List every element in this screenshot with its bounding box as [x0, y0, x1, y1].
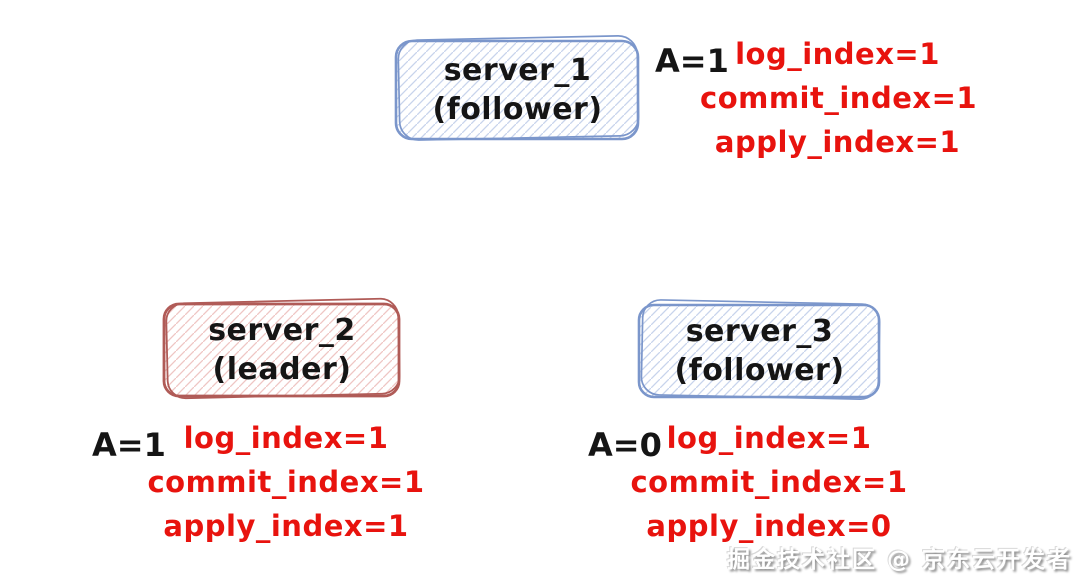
server-1-label: server_1 (follower) [390, 34, 645, 146]
server-2-apply-index: apply_index=1 [163, 509, 409, 543]
server-1-sketch-rect-icon [394, 35, 640, 141]
server-1-commit-index: commit_index=1 [700, 81, 978, 115]
server-1-log-index: log_index=1 [735, 37, 940, 71]
server-3-sketch-rect-icon [637, 299, 881, 400]
server-3-value-label: A=0 [588, 426, 662, 464]
server-1-box: server_1 (follower) [390, 34, 645, 146]
server-3-role: (follower) [674, 353, 845, 388]
server-2-log-index: log_index=1 [183, 421, 389, 455]
server-1-name: server_1 [443, 53, 592, 88]
server-3-label: server_3 (follower) [633, 298, 886, 404]
server-2-label: server_2 (leader) [158, 297, 406, 403]
server-2-value-label: A=1 [92, 426, 166, 464]
server-1-role: (follower) [432, 92, 603, 127]
server-2-box: server_2 (leader) [158, 297, 406, 403]
server-2-sketch-rect-icon [162, 297, 401, 400]
server-2-commit-index: commit_index=1 [147, 465, 425, 499]
server-3-commit-index: commit_index=1 [630, 465, 908, 499]
server-3-name: server_3 [685, 314, 834, 349]
server-1-value-label: A=1 [655, 42, 729, 80]
server-2-role: (leader) [212, 352, 352, 387]
server-3-apply-index: apply_index=0 [646, 509, 892, 543]
watermark: 掘金技术社区 @ 京东云开发者 [726, 547, 1072, 573]
server-3-log-index: log_index=1 [666, 421, 872, 455]
server-2-metrics: log_index=1 commit_index=1 apply_index=1 [142, 416, 430, 548]
server-3-metrics: log_index=1 commit_index=1 apply_index=0 [628, 416, 910, 548]
server-3-box: server_3 (follower) [633, 298, 886, 404]
server-2-name: server_2 [208, 313, 356, 348]
server-1-apply-index: apply_index=1 [714, 125, 961, 159]
server-1-metrics: log_index=1 commit_index=1 apply_index=1 [700, 32, 978, 164]
